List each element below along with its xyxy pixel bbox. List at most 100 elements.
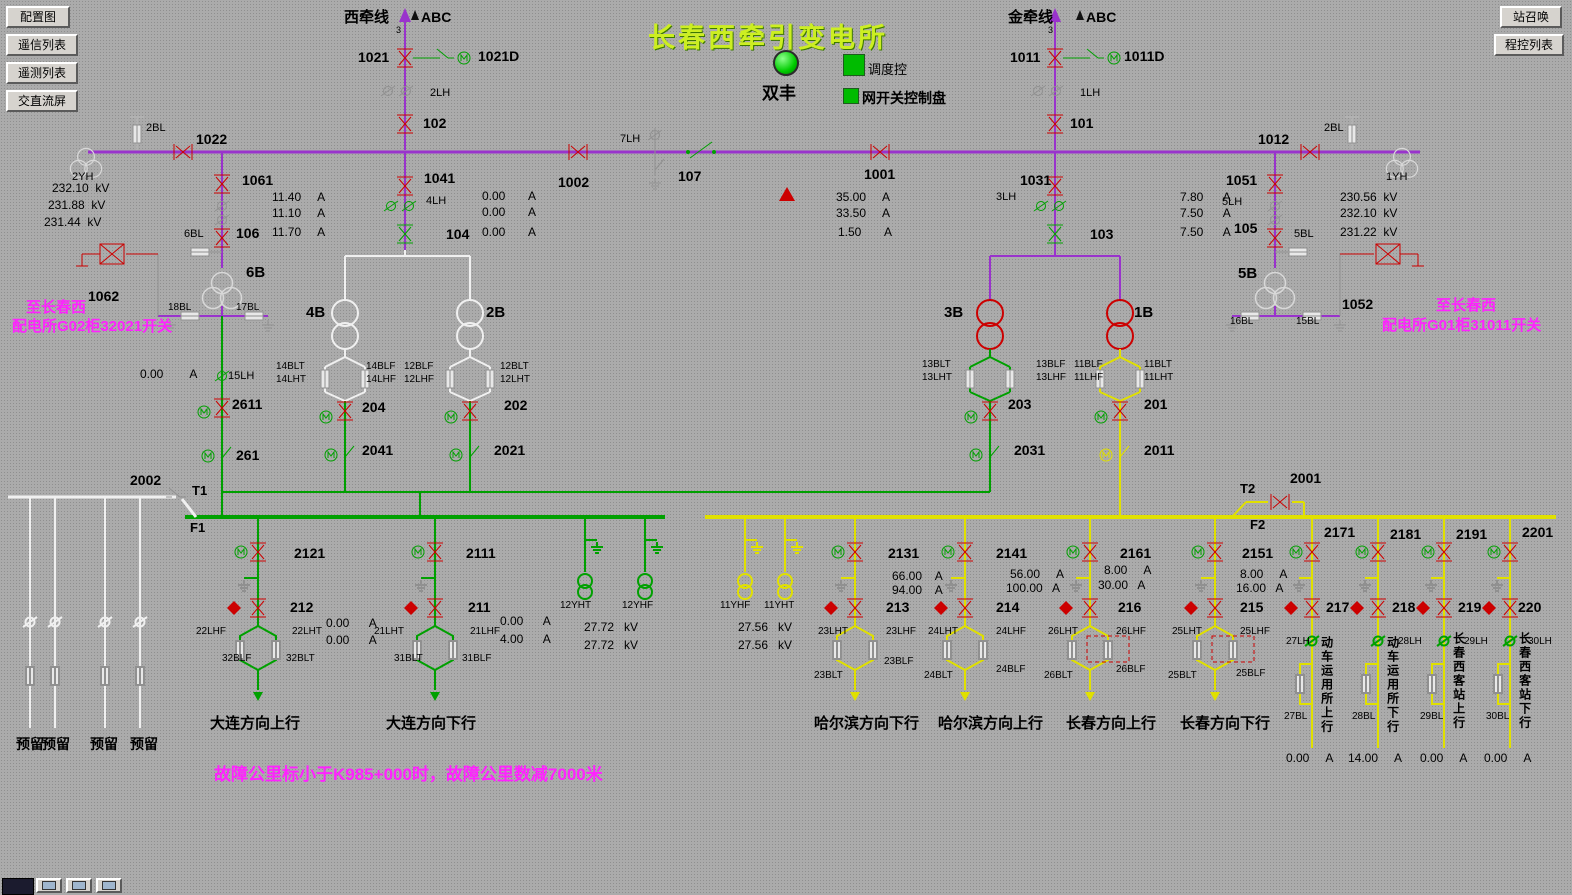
pt-feeder-11YHF <box>737 517 764 600</box>
east-line-arrow-icon <box>1049 8 1061 22</box>
label-26LHF: 26LHF <box>1116 626 1147 637</box>
device-2191: 2191 <box>1456 526 1488 542</box>
transformer-3B-1B-chain <box>964 152 1145 517</box>
earth-switch-1021D[interactable] <box>413 48 471 65</box>
transformer-4B-symbol[interactable] <box>331 299 359 327</box>
label-11YHF: 11YHF <box>720 600 751 611</box>
reading-103-a-2: 33.50 A <box>836 206 891 220</box>
label-12BLF: 12BLF <box>404 361 434 372</box>
label-24BLT: 24BLT <box>924 670 953 681</box>
device-4B: 4B <box>306 304 326 321</box>
west-incoming-line <box>399 8 411 150</box>
device-107: 107 <box>678 168 702 184</box>
label-26BLT: 26BLT <box>1044 670 1073 681</box>
feeder-217 <box>1292 517 1320 748</box>
label-12LHF: 12LHF <box>404 374 435 385</box>
reading-212-1: 0.00 A <box>326 616 377 630</box>
device-1021D: 1021D <box>478 48 520 64</box>
west-line-arrow-icon <box>399 8 411 22</box>
window-icon <box>102 881 116 890</box>
reading-216-2: 30.00 A <box>1098 578 1146 592</box>
device-2151: 2151 <box>1242 545 1274 561</box>
device-212: 212 <box>290 599 314 615</box>
reading-105-a-2: 7.50 A <box>1180 206 1231 220</box>
tie-2001-bridge <box>1231 501 1305 518</box>
label-14BLF: 14BLF <box>366 361 396 372</box>
device-203: 203 <box>1008 396 1032 412</box>
label-1YH: 1YH <box>1386 171 1408 183</box>
device-211: 211 <box>468 599 491 615</box>
btn-telesignal-list[interactable]: 遥信列表 <box>6 34 78 56</box>
direction-changchun-down: 长春方向下行 <box>1180 715 1271 732</box>
btn-station-call[interactable]: 站召唤 <box>1500 6 1562 28</box>
transformer-2B-symbol[interactable] <box>456 299 484 327</box>
taskbar-item-3[interactable] <box>96 878 122 893</box>
transformer-1B-symbol[interactable] <box>1106 299 1134 327</box>
device-101: 101 <box>1070 115 1094 131</box>
direction-changchun-up: 长春方向上行 <box>1066 715 1157 732</box>
label-27LH: 27LH <box>1286 636 1310 647</box>
transformer-4B-2B-chain <box>319 152 495 492</box>
device-2041: 2041 <box>362 442 394 458</box>
btn-program-ctrl-list[interactable]: 程控列表 <box>1494 34 1564 56</box>
earth-switch-1011D[interactable] <box>1063 48 1121 65</box>
label-12YHF: 12YHF <box>622 600 654 611</box>
btn-config-map[interactable]: 配置图 <box>6 6 70 28</box>
reading-212-2: 0.00 A <box>326 633 377 647</box>
device-2001: 2001 <box>1290 470 1322 486</box>
cable-1062-assembly[interactable] <box>76 243 158 267</box>
device-106: 106 <box>236 225 260 241</box>
label-21LHF: 21LHF <box>470 626 501 637</box>
device-204: 204 <box>362 399 386 415</box>
west-line-name: 西牵线 <box>344 9 390 26</box>
dispatch-control-indicator[interactable] <box>843 54 865 76</box>
taskbar-item-1[interactable] <box>36 878 62 893</box>
cable-1052-assembly[interactable] <box>1340 243 1424 267</box>
reading-105-a-3: 7.50 A <box>1180 225 1231 239</box>
reading-106-a-3: 11.70 A <box>272 225 326 239</box>
transformer-3B-symbol[interactable] <box>976 299 1004 327</box>
reading-220-a: 0.00 A <box>1484 751 1532 765</box>
switch-107-symbol[interactable] <box>686 141 716 159</box>
device-202: 202 <box>504 397 528 413</box>
taskbar-item-2[interactable] <box>66 878 92 893</box>
device-102: 102 <box>423 115 447 131</box>
text-east-dest-1: 至长春西 <box>1436 297 1497 314</box>
reading-106-a-2: 11.10 A <box>272 206 326 220</box>
label-31BLT: 31BLT <box>394 653 423 664</box>
btn-acdc-panel[interactable]: 交直流屏 <box>6 90 78 112</box>
window-icon <box>42 881 56 890</box>
label-2BL-east: 2BL <box>1324 122 1344 134</box>
label-13BLT: 13BLT <box>922 359 951 370</box>
device-1011D: 1011D <box>1124 48 1165 64</box>
label-21LHT: 21LHT <box>374 626 405 637</box>
reading-103-a-1: 35.00 A <box>836 190 891 204</box>
station-status-lamp <box>773 50 799 76</box>
reading-east-kv-1: 230.56 kV <box>1340 190 1398 204</box>
feeder-220 <box>1490 517 1518 748</box>
reading-213-1: 66.00 A <box>892 569 943 583</box>
label-22LHF: 22LHF <box>196 626 227 637</box>
reading-11yh-2: 27.56 kV <box>738 638 793 652</box>
label-5LH: 5LH <box>1222 196 1243 208</box>
reserve-feeder-4 <box>132 497 148 728</box>
label-14BLT: 14BLT <box>276 361 305 372</box>
label-23LHF: 23LHF <box>886 626 917 637</box>
label-15BL: 15BL <box>1296 316 1320 327</box>
fault-note: 故障公里标小于K985+000时，故障公里数减7000米 <box>214 765 603 784</box>
label-30LH: 30LH <box>1528 636 1552 647</box>
device-261: 261 <box>236 447 260 463</box>
device-3B: 3B <box>944 304 964 321</box>
text-east-dest-2: 配电所G01柜31011开关 <box>1382 317 1542 334</box>
label-30BL: 30BL <box>1486 711 1510 722</box>
text-west-dest-2: 配电所G02柜32021开关 <box>12 318 173 335</box>
label-4LH: 4LH <box>426 195 447 207</box>
transformer-5B-chain <box>1225 152 1347 332</box>
device-5B: 5B <box>1238 265 1258 282</box>
device-2011: 2011 <box>1144 442 1175 458</box>
btn-telemetry-list[interactable]: 遥测列表 <box>6 62 78 84</box>
west-phase-arrow-icon <box>411 10 419 20</box>
net-switch-panel-indicator[interactable] <box>843 88 859 104</box>
label-reserved-1: 预留 <box>16 736 44 752</box>
